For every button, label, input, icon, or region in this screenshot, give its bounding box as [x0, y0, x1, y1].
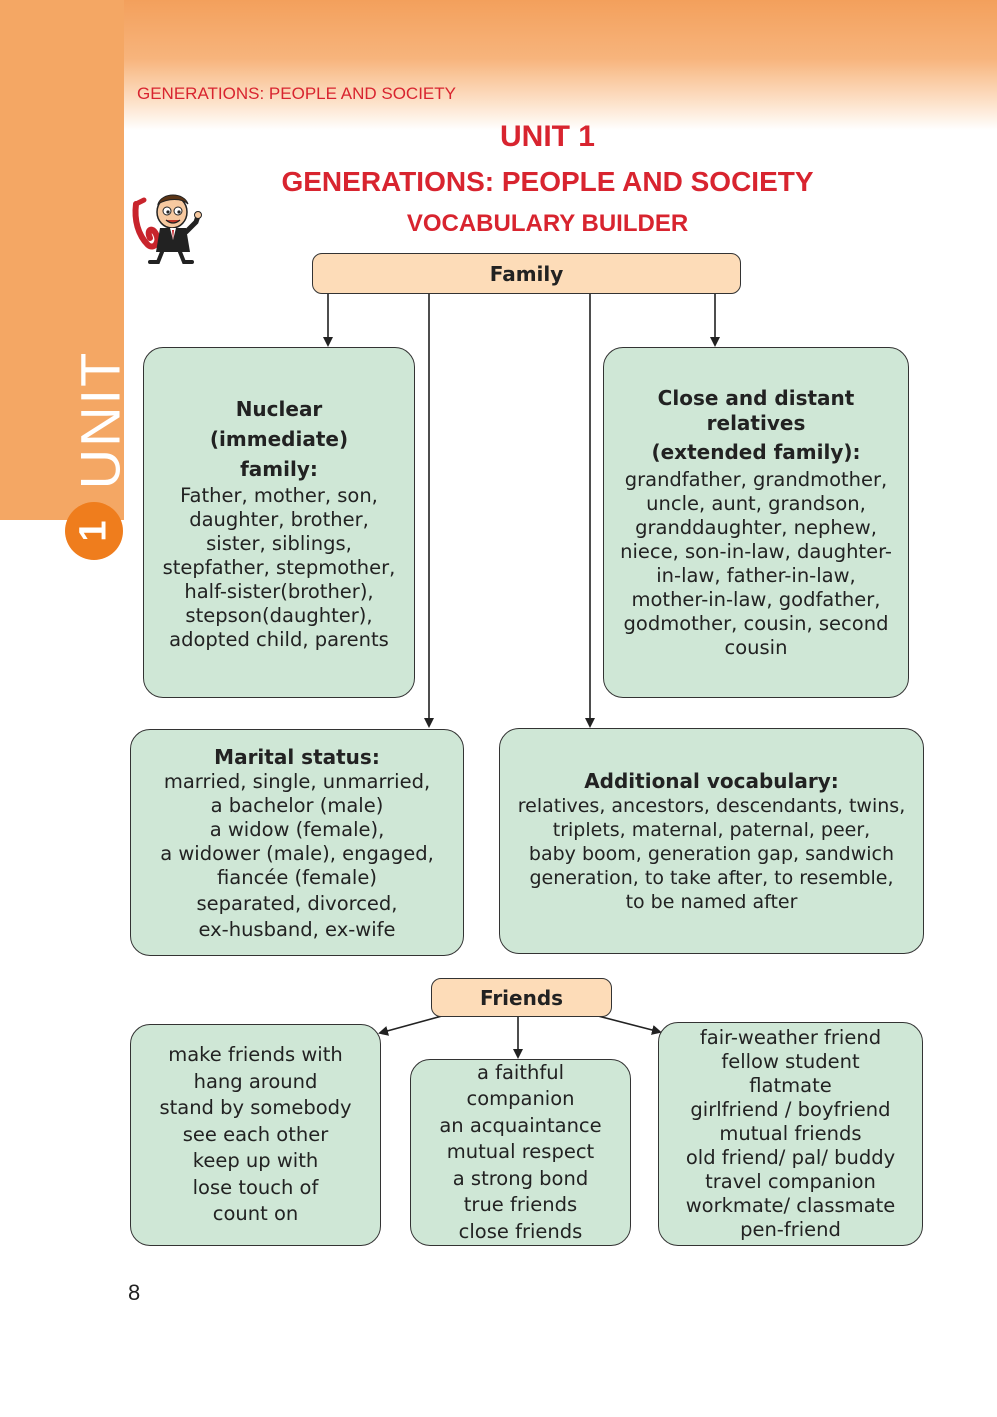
heading-line: family:	[240, 456, 318, 481]
heading-line: relatives	[706, 410, 806, 435]
term-line: stepson(daughter),	[185, 603, 373, 627]
list-item: fellow student	[721, 1050, 860, 1073]
list-item: pen-friend	[740, 1218, 841, 1241]
term-line: sister, siblings,	[206, 531, 352, 555]
term-line: cousin	[724, 635, 788, 659]
list-item: fair-weather friend	[699, 1026, 882, 1049]
term-line: half-sister(brother),	[184, 579, 374, 603]
arrow-to-friends-left	[378, 1015, 443, 1036]
side-unit-number-badge: 1	[65, 502, 123, 560]
term-line: granddaughter, nephew,	[635, 515, 877, 539]
additional-vocabulary-heading: Additional vocabulary:	[584, 769, 839, 793]
marital-status-terms: married, single, unmarried, a bachelor (…	[160, 770, 434, 942]
family-label: Family	[489, 262, 564, 286]
friends-label: Friends	[479, 986, 564, 1010]
top-gradient-band	[124, 0, 997, 130]
list-item: lose touch of	[192, 1175, 319, 1199]
list-item: an acquaintance	[439, 1113, 602, 1137]
friends-node: Friends	[431, 978, 612, 1017]
extended-family-box: Close and distant relatives (extended fa…	[603, 347, 909, 698]
term-line: grandfather, grandmother,	[624, 467, 888, 491]
marital-status-box: Marital status: married, single, unmarri…	[130, 729, 464, 956]
term-line: niece, son-in-law, daughter-	[620, 539, 892, 563]
page-number: 8	[128, 1280, 141, 1305]
list-item: girlfriend / boyfriend	[690, 1098, 891, 1121]
term-line: Father, mother, son,	[180, 483, 378, 507]
nuclear-family-box: Nuclear (immediate) family: Father, moth…	[143, 347, 415, 698]
term-line: married, single, unmarried,	[163, 769, 431, 793]
extended-family-terms: grandfather, grandmother, uncle, aunt, g…	[620, 468, 892, 660]
list-item: mutual respect	[446, 1140, 595, 1164]
term-line: baby boom, generation gap, sandwich	[528, 843, 895, 865]
nuclear-family-terms: Father, mother, son, daughter, brother, …	[163, 484, 396, 652]
heading-line: (extended family):	[651, 439, 861, 464]
additional-vocabulary-terms: relatives, ancestors, descendants, twins…	[518, 794, 905, 914]
list-item: hang around	[193, 1069, 318, 1093]
term-line: a widower (male), engaged,	[160, 841, 434, 865]
marital-status-heading: Marital status:	[214, 744, 380, 769]
nuclear-family-heading: Nuclear (immediate) family:	[210, 394, 348, 484]
section-title: VOCABULARY BUILDER	[406, 210, 689, 237]
list-item: old friend/ pal/ buddy	[685, 1146, 896, 1169]
term-line: adopted child, parents	[169, 627, 389, 651]
list-item: a strong bond	[452, 1166, 589, 1190]
list-item: workmate/ classmate	[685, 1194, 896, 1217]
list-item: make friends with	[168, 1043, 343, 1067]
term-line: ex-husband, ex-wife	[198, 917, 396, 941]
running-head: GENERATIONS: PEOPLE AND SOCIETY	[137, 84, 456, 103]
friends-types-box: fair-weather friend fellow student flatm…	[658, 1022, 923, 1246]
heading-line: Close and distant	[657, 385, 855, 410]
term-line: uncle, aunt, grandson,	[646, 491, 866, 515]
friends-qualities-list: a faithful companion an acquaintance mut…	[439, 1060, 601, 1246]
heading-line: Nuclear	[235, 396, 323, 421]
term-line: godmother, cousin, second	[623, 611, 889, 635]
list-item: companion	[466, 1087, 575, 1111]
side-orange-band	[0, 0, 124, 520]
list-item: a faithful	[476, 1060, 564, 1084]
heading-line: (immediate)	[209, 426, 349, 451]
term-line: a bachelor (male)	[210, 793, 384, 817]
term-line: separated, divorced,	[196, 891, 398, 915]
term-line: to be named after	[625, 891, 798, 913]
unit-title: UNIT 1	[499, 120, 595, 153]
family-node: Family	[312, 253, 741, 294]
list-item: travel companion	[705, 1170, 876, 1193]
topic-title: GENERATIONS: PEOPLE AND SOCIETY	[281, 166, 814, 197]
list-item: keep up with	[192, 1149, 319, 1173]
term-line: in-law, father-in-law,	[656, 563, 856, 587]
arrow-to-friends-right	[597, 1015, 662, 1035]
term-line: a widow (female),	[209, 817, 385, 841]
list-item: true friends	[463, 1193, 578, 1217]
list-item: stand by somebody	[159, 1096, 352, 1120]
term-line: mother-in-law, godfather,	[631, 587, 881, 611]
term-line: stepfather, stepmother,	[162, 555, 396, 579]
term-line: daughter, brother,	[189, 507, 369, 531]
list-item: see each other	[182, 1122, 329, 1146]
term-line: fiancée (female)	[217, 865, 377, 889]
term-line: generation, to take after, to resemble,	[529, 867, 894, 889]
term-line: relatives, ancestors, descendants, twins…	[517, 795, 906, 817]
friends-verbs-box: make friends with hang around stand by s…	[130, 1024, 381, 1246]
cartoon-mascot-icon	[132, 194, 202, 264]
extended-family-heading: Close and distant relatives (extended fa…	[651, 386, 860, 465]
list-item: mutual friends	[719, 1122, 862, 1145]
friends-types-list: fair-weather friend fellow student flatm…	[686, 1026, 896, 1242]
list-item: count on	[212, 1202, 299, 1226]
additional-vocabulary-box: Additional vocabulary: relatives, ancest…	[499, 728, 924, 954]
friends-verbs-list: make friends with hang around stand by s…	[159, 1042, 351, 1228]
term-line: triplets, maternal, paternal, peer,	[552, 819, 871, 841]
list-item: flatmate	[749, 1074, 832, 1097]
list-item: close friends	[458, 1219, 583, 1243]
friends-qualities-box: a faithful companion an acquaintance mut…	[410, 1059, 631, 1246]
